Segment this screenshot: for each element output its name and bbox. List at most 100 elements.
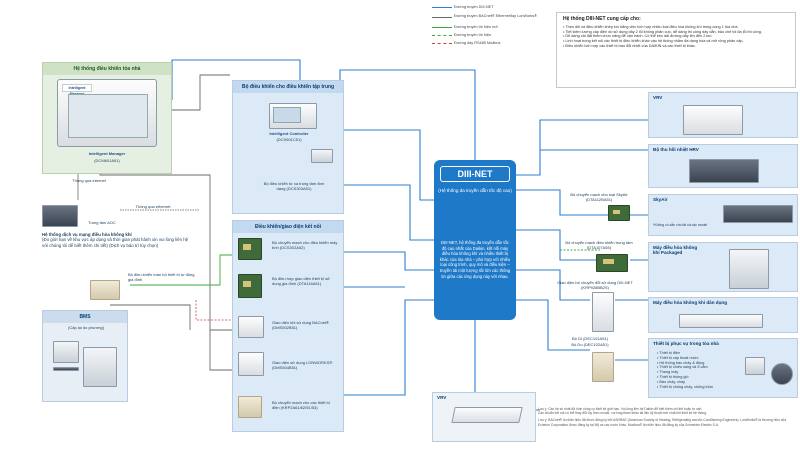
legend-swatch	[432, 7, 452, 8]
footnotes: Lưu ý: Các hệ số nhất đã hình công cụ th…	[538, 407, 796, 427]
adapter-device-image	[596, 254, 628, 272]
signal-line	[130, 254, 236, 286]
interface-item-label: Bộ chuyển mạch cho các thiết bị điện (KR…	[272, 400, 330, 410]
dnet-line	[330, 184, 434, 241]
diii-net-box: DIII-NET (Hệ thống đa truyền dẫn tốc độ …	[434, 160, 516, 320]
home-controller-label: Bộ điều khiển toàn bộ thiết bị tự động g…	[128, 272, 195, 282]
bacnet-line	[209, 330, 236, 371]
info-bullet: • Dễ dàng cài đặt thêm chức năng để vận …	[563, 34, 713, 39]
footnote: Lưu ý: BACnet® là nhãn hiệu đã được đăng…	[538, 418, 787, 427]
building-equipment-item: • Thiết bị thông gió	[657, 374, 689, 379]
legend-swatch	[432, 35, 452, 36]
building-equipment-text: Thang máy	[659, 370, 679, 375]
dnet-line	[339, 69, 476, 160]
legend-item: Đường truyền DIII-NET	[454, 5, 494, 9]
interface-device-image	[238, 352, 264, 376]
building-equipment-item: • Thiết bị cấp thoát nước	[657, 355, 699, 360]
equipment-hrv-title: Bộ thu hồi nhiệt HRV	[653, 147, 699, 152]
vrv-bottom-title: VRV	[437, 395, 447, 400]
bms-monitor	[53, 341, 79, 363]
diii-net-description: DIII-NET, hệ thống đa truyền dẫn tốc độ …	[439, 240, 511, 279]
footnote: Lưu ý: Các hệ số nhất đã hình công cụ th…	[538, 407, 703, 411]
adapter-label: Bộ chuyển mạch điều khiển trung tâm (DTA…	[565, 240, 633, 250]
building-mgmt-panel: Hệ thống điều khiển tòa nhà Intelligent …	[42, 62, 172, 174]
legend-item: Đường truyền tín hiệu	[454, 33, 492, 37]
dnet-line	[516, 229, 610, 261]
building-equipment-item: • Thiết bị chiếu sáng và ổ cắm	[657, 365, 708, 370]
equipment-split: Máy điều hòa không khí dân dụng	[648, 297, 798, 333]
dnet-line	[300, 299, 434, 396]
adapter-device-image	[592, 352, 614, 382]
info-bullet-text: Linh hoạt trong kết nối các thiết bị điề…	[565, 39, 744, 44]
building-equipment-text: Thiết bị cấp thoát nước	[659, 355, 699, 360]
bms-title: BMS	[43, 311, 127, 323]
aoc-center-label: Trung tâm AOC	[88, 220, 116, 225]
equipment-building-title: Thiết bị phục vụ trong tòa nhà	[653, 341, 719, 346]
diii-net-subtitle: (Hệ thống đa truyền dẫn tốc độ cao)	[438, 188, 512, 193]
info-box: Hệ thống DIII-NET cung cấp cho: • Theo d…	[556, 12, 796, 88]
hrv-unit-image	[689, 159, 759, 183]
intelligent-manager-label: Intelligent Manager	[88, 151, 126, 156]
intelligent-controller-brand: Intelligent Controller	[269, 131, 309, 136]
dnet-line	[516, 299, 590, 351]
adapter-label: Bộ DI (DEC101A51)	[571, 336, 608, 341]
intelligent-manager-device: Intelligent Manager	[57, 79, 157, 147]
building-equipment-text: Thiết bị điện	[659, 351, 681, 355]
dnet-line	[516, 269, 590, 301]
building-equipment-item: • Báo cháy, cháy	[657, 379, 686, 384]
info-bullet-text: Điều khiển tích hợp các thiết bị trao đổ…	[565, 43, 696, 48]
adapter-label: Giao diện bộ chuyển đổi sử dụng DIII-NET…	[557, 280, 633, 290]
dnet-line	[300, 251, 434, 271]
intelligent-controller-model: (DCS601C51)	[276, 137, 302, 142]
skyair-unit-image	[723, 205, 793, 223]
adapter-label: Bộ chuyển mạch cho loại SkyAir (DTA112BA…	[570, 192, 628, 202]
controller-screen	[273, 107, 301, 123]
building-equipment-list: • Thiết bị điện • Thiết bị cấp thoát nướ…	[657, 351, 737, 389]
dnet-line	[171, 59, 301, 100]
modbus-line	[195, 300, 236, 321]
building-equipment-item: • Hệ thống báo cháy & động	[657, 360, 705, 365]
adapter-device-image	[592, 292, 614, 332]
equipment-skyair-title: SkyAir	[653, 197, 668, 202]
building-equipment-item: • Thiết bị điện	[657, 351, 681, 355]
equipment-vrv-title: VRV	[653, 95, 663, 100]
interface-device-image	[238, 238, 262, 260]
dnet-line	[330, 129, 434, 201]
footnote: Các chuẩn kết nối có thể thay đổi tùy th…	[538, 411, 707, 416]
intelligent-controller-device	[269, 103, 317, 129]
aoc-center-image	[42, 205, 78, 227]
interface-device-image	[238, 274, 262, 298]
bms-cabinet	[83, 347, 117, 387]
legend-swatch	[432, 27, 452, 28]
adapter-label: Bộ Do (DEC102A51)	[571, 342, 609, 347]
info-title: Hệ thống DIII-NET cung cấp cho:	[563, 16, 641, 22]
bacnet-line	[110, 304, 191, 330]
building-mgmt-title: Hệ thống điều khiển tòa nhà	[43, 63, 171, 75]
info-bullet-text: Tiết kiệm lượng cáp điện do sử dụng dây …	[565, 29, 762, 34]
skyair-note: *Không có sẵn cho tất cả các model	[653, 223, 708, 227]
building-equipment-text: Thiết bị thông gió	[659, 374, 689, 379]
equipment-skyair: SkyAir *Không có sẵn cho tất cả các mode…	[648, 194, 798, 236]
legend-item: Đường truyền tín hiệu mở	[454, 25, 498, 29]
aoc-service-body: (Đo giới hạn về khu vực áp dụng và thời …	[42, 237, 189, 248]
ethernet-label: Thông qua ethernet	[135, 204, 171, 209]
split-unit-image	[679, 314, 763, 328]
equipment-hrv: Bộ thu hồi nhiệt HRV	[648, 144, 798, 188]
home-controller-image	[90, 280, 120, 300]
central-control-panel: Bộ điều khiển cho điều khiển tập trung I…	[232, 80, 344, 214]
equipment-packaged: Máy điều hòa không khí Packaged	[648, 242, 798, 292]
info-bullet-text: Theo dõi và điều khiển khép kín bằng việ…	[565, 25, 739, 29]
remote-controller-label: Bộ điều khiển từ xa trung tâm đơn dạng (…	[263, 181, 325, 191]
bms-subtitle: (Cấp lại do phương)	[68, 325, 104, 330]
bms-panel: BMS (Cấp lại do phương)	[42, 310, 128, 402]
vrv-ceiling-unit-image	[451, 407, 523, 423]
fan-image	[771, 363, 793, 385]
equipment-packaged-title: Máy điều hòa không khí Packaged	[653, 245, 698, 255]
interface-item-label: Giao diện sử dụng LONWORKS® (DMS504B51)	[272, 360, 333, 370]
equipment-building: Thiết bị phục vụ trong tòa nhà • Thiết b…	[648, 338, 798, 398]
info-bullet: • Điều khiển tích hợp các thiết bị trao …	[563, 43, 696, 48]
equipment-split-title: Máy điều hòa không khí dân dụng	[653, 300, 728, 305]
modbus-lines	[195, 300, 236, 321]
info-bullet: • Theo dõi và điều khiển khép kín bằng v…	[563, 25, 739, 29]
interface-item-label: Bộ điều hợp giao diện thiết bị sử dụng g…	[272, 276, 330, 286]
